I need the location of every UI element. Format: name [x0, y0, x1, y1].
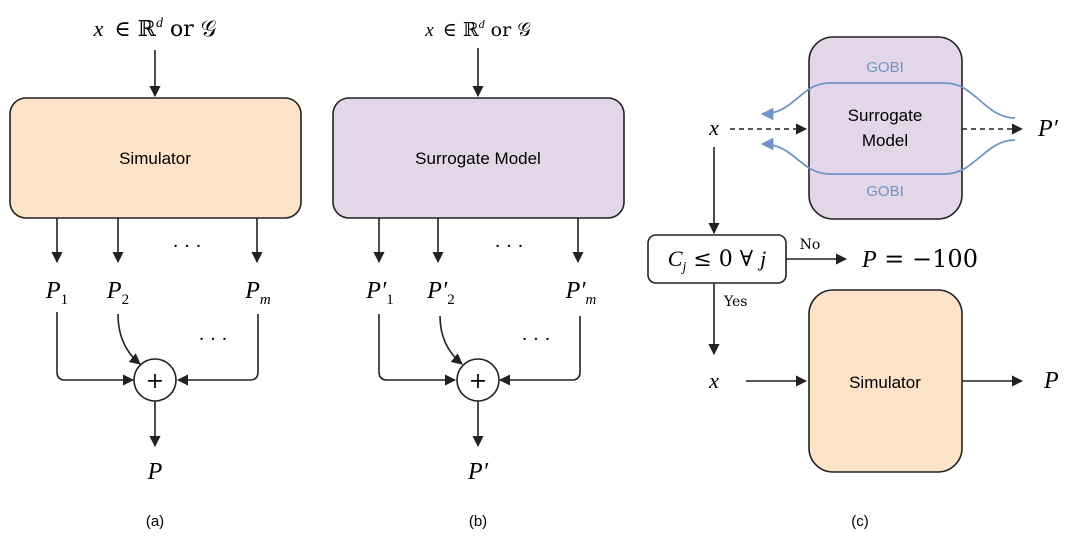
dots-mid-b: · · ·: [522, 329, 551, 350]
p-out-label: P: [1043, 368, 1059, 394]
output-p1-a: P1: [45, 278, 68, 308]
connector-p2-a: [117, 313, 141, 365]
panel-b-input-label: x ∈ ℝd or 𝒢: [424, 17, 531, 41]
simulator-box-a: [9, 97, 302, 219]
caption-a: (a): [146, 513, 164, 530]
output-pm-a: Pm: [244, 278, 271, 308]
simulator-label-c: Simulator: [849, 373, 921, 392]
x-bottom-label: x: [708, 368, 719, 393]
p-prime-label: P′: [1037, 116, 1059, 142]
output-p1-b: P′1: [365, 278, 393, 308]
panel-a-input-label: x ∈ ℝd or 𝒢: [93, 16, 217, 42]
surrogate-label-c-line1: Surrogate: [848, 106, 923, 125]
connector-p2-b: [439, 315, 463, 365]
surrogate-label-b: Surrogate Model: [415, 149, 541, 168]
result-a: P: [147, 459, 163, 485]
caption-b: (b): [469, 513, 487, 530]
surrogate-box-b: [332, 97, 625, 219]
constraint-label: Cj ≤ 0 ∀ j: [668, 246, 766, 275]
connector-pm-b: [498, 316, 581, 386]
gobi-label-bottom: GOBI: [866, 183, 904, 200]
panel-a: x ∈ ℝd or 𝒢 Simulator · · · P1 P2 Pm · ·…: [9, 16, 302, 530]
panel-c: Surrogate Model GOBI GOBI x P′ Cj ≤ 0 ∀ …: [647, 36, 1059, 530]
surrogate-label-c-line2: Model: [862, 131, 908, 150]
dots-top-a: · · ·: [173, 236, 202, 257]
sum-symbol-b: +: [469, 369, 487, 394]
dots-mid-a: · · ·: [199, 329, 228, 350]
gobi-label-top: GOBI: [866, 59, 904, 76]
gobi-curve-bottom: [760, 137, 1016, 175]
panel-b: x ∈ ℝd or 𝒢 Surrogate Model · · · P′1 P′…: [332, 17, 625, 530]
gobi-curve-top: [760, 82, 1016, 121]
no-label: No: [800, 237, 821, 253]
connector-p1-b: [378, 314, 457, 386]
caption-c: (c): [851, 513, 869, 530]
dots-top-b: · · ·: [495, 236, 524, 257]
connector-p1-a: [56, 312, 135, 386]
simulator-label-a: Simulator: [119, 149, 191, 168]
sum-symbol-a: +: [146, 369, 164, 394]
yes-label: Yes: [723, 294, 748, 310]
connector-pm-a: [176, 314, 259, 386]
output-pm-b: P′m: [565, 278, 597, 308]
output-p2-b: P′2: [426, 278, 454, 308]
output-p2-a: P2: [106, 278, 129, 308]
penalty-label: P = −100: [861, 245, 978, 273]
result-b: P′: [467, 459, 489, 485]
x-top-label: x: [708, 115, 719, 140]
